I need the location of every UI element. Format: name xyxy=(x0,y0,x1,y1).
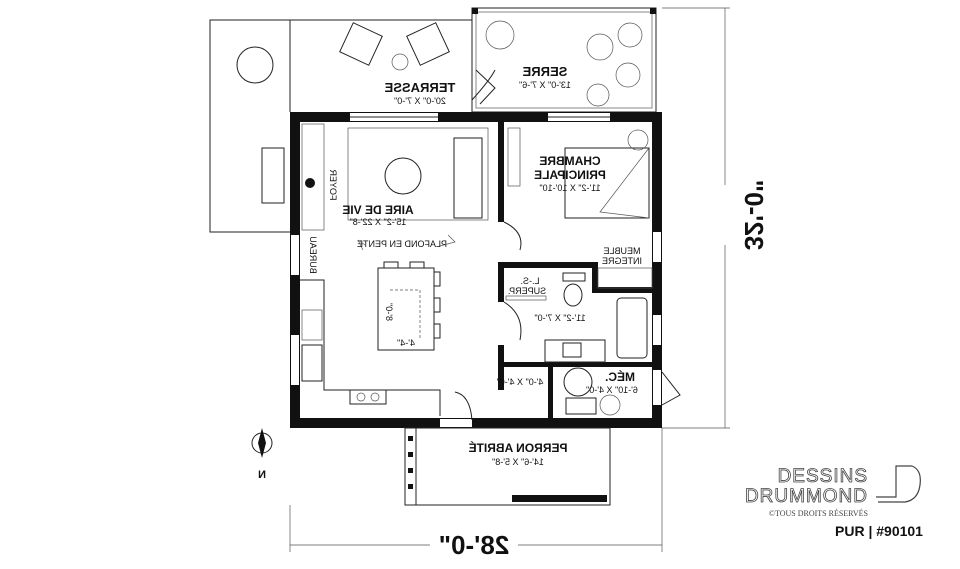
dresser xyxy=(507,127,521,187)
bathtub xyxy=(616,297,648,359)
post xyxy=(472,8,478,14)
plant-icons xyxy=(485,20,643,107)
greenhouse-glazing xyxy=(475,11,653,109)
copyright: ©TOUS DROITS RÉSERVÉS xyxy=(769,508,868,518)
terrace-outline xyxy=(209,19,472,233)
side-table xyxy=(391,53,409,71)
bed-covers xyxy=(599,147,650,219)
stone-hearth xyxy=(301,123,325,231)
north-arrow-icon xyxy=(251,428,273,458)
rug xyxy=(347,127,489,221)
bed xyxy=(564,147,650,219)
bench-table xyxy=(261,147,285,204)
slope-arrows xyxy=(357,234,456,251)
label-bureau: BUREAU xyxy=(308,236,318,274)
label-plafond: PLAFOND EN PENTE xyxy=(357,239,447,249)
stools xyxy=(383,261,441,339)
room-size-salle-de-bain: 11'-2" X 7'-0" xyxy=(534,313,585,323)
drummond-logo: DESSINS DRUMMOND ©TOUS DROITS RÉSERVÉS P… xyxy=(745,465,923,539)
armchair xyxy=(339,22,383,66)
room-name-terrasse: TERRASSE xyxy=(384,80,455,95)
interior-walls xyxy=(498,122,652,418)
bedroom-door xyxy=(503,221,522,251)
mech-door xyxy=(661,371,681,406)
nightstand-lamp xyxy=(627,129,649,151)
greenhouse-outline xyxy=(471,7,657,113)
width-dimension: 28'-0" xyxy=(439,530,510,560)
room-name-chambre-1: CHAMBRE xyxy=(539,154,600,168)
vanity xyxy=(544,339,606,363)
coffee-table xyxy=(384,157,422,195)
room-name-serre: SERRE xyxy=(522,64,567,79)
room-name-perron: PERRON ABRITÉ xyxy=(469,440,568,455)
refrigerator xyxy=(301,309,323,341)
entry-door-terrace xyxy=(471,69,496,112)
sofa xyxy=(453,137,483,219)
room-size-vestibule: 4'-0" X 4'-0" xyxy=(497,377,544,387)
logo-line-1: DESSINS xyxy=(778,466,868,487)
room-name-aire-de-vie: AIRE DE VIE xyxy=(342,203,413,217)
cooktop xyxy=(349,389,387,405)
island-length: 8'-0" xyxy=(384,303,394,321)
armchair xyxy=(406,22,450,66)
front-door xyxy=(454,391,473,421)
dimension-lines xyxy=(289,7,730,552)
room-size-mec: 6'-10" X 4'-0" xyxy=(586,385,638,395)
logo-door-icon xyxy=(876,465,921,503)
porch-step xyxy=(512,495,607,502)
label-meuble-1: MEUBLE xyxy=(603,246,640,256)
fireplace-icon xyxy=(305,178,315,188)
kitchen-counter xyxy=(300,279,441,416)
water-heater xyxy=(563,367,593,397)
logo-line-2: DRUMMOND xyxy=(745,486,868,507)
north-label: N xyxy=(258,469,266,481)
porch-posts xyxy=(408,436,413,489)
panel xyxy=(565,397,597,415)
room-size-chambre: 11'-2" X 10'-10" xyxy=(539,183,600,193)
label-foyer: FOYER xyxy=(328,169,338,201)
room-size-perron: 14'-6" X 5'-8" xyxy=(492,457,544,467)
room-name-mec: MÉC. xyxy=(605,369,635,384)
depth-dimension: 32'-0" xyxy=(739,180,769,251)
burner xyxy=(370,392,380,402)
model-number: PUR | #90101 xyxy=(835,523,923,539)
porch-outline xyxy=(404,427,611,506)
room-size-serre: 13'-0" X 7'-6" xyxy=(519,80,571,90)
label-ls-2: SUPERP. xyxy=(508,286,546,296)
built-in-furniture xyxy=(597,267,653,289)
toilet-tank xyxy=(562,272,586,282)
room-size-aire-de-vie: 15'-2" X 22'-8" xyxy=(350,217,407,227)
sink xyxy=(301,344,323,382)
vent xyxy=(599,394,621,416)
toilet xyxy=(563,283,583,307)
washer-dryer xyxy=(505,295,547,301)
room-name-chambre-2: PRINCIPALE xyxy=(534,168,606,182)
label-meuble-2: INTEGRE xyxy=(602,256,642,266)
island-overhang xyxy=(390,289,421,340)
round-table xyxy=(236,46,274,84)
bathroom-door xyxy=(503,301,522,341)
bathroom-sink xyxy=(562,342,582,358)
burner xyxy=(356,392,366,402)
island-width: 4'-4" xyxy=(397,338,415,348)
label-ls-1: L.-S. xyxy=(520,276,539,286)
room-size-terrasse: 20'-0" X 7'-0" xyxy=(394,96,446,106)
post xyxy=(650,8,656,14)
greenhouse-door xyxy=(475,69,496,105)
